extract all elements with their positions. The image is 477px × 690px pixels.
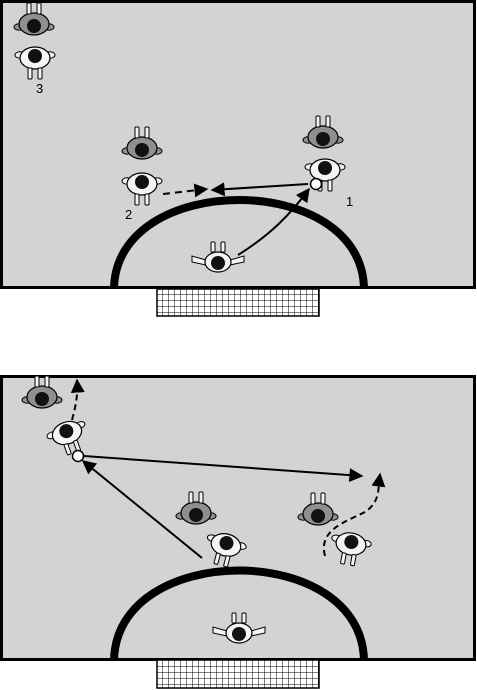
run-arrow-left-attacker [70,378,85,421]
pass-arrow-gk-to-1 [237,187,310,256]
pass-arrow-1-to-2 [210,182,309,197]
court-top [0,0,476,289]
player-2-label: 2 [125,207,132,222]
player-1-label: 1 [346,194,353,209]
top-panel: 3 2 1 [0,0,476,317]
ball-icon [309,177,323,191]
goal-net-bottom [156,659,320,689]
bottom-panel [0,375,476,689]
run-arrow-2 [162,183,209,198]
player-3-label: 3 [36,81,43,96]
goal-area-arc-top [110,196,368,288]
goal-net-top [156,288,320,317]
goal-area-arc-bottom [110,566,368,661]
run-arrow-right-attacker [322,472,386,557]
pass-arrow-left-to-right [83,455,364,483]
ball-icon [71,449,85,463]
pass-arrow-center-to-left [81,460,203,559]
